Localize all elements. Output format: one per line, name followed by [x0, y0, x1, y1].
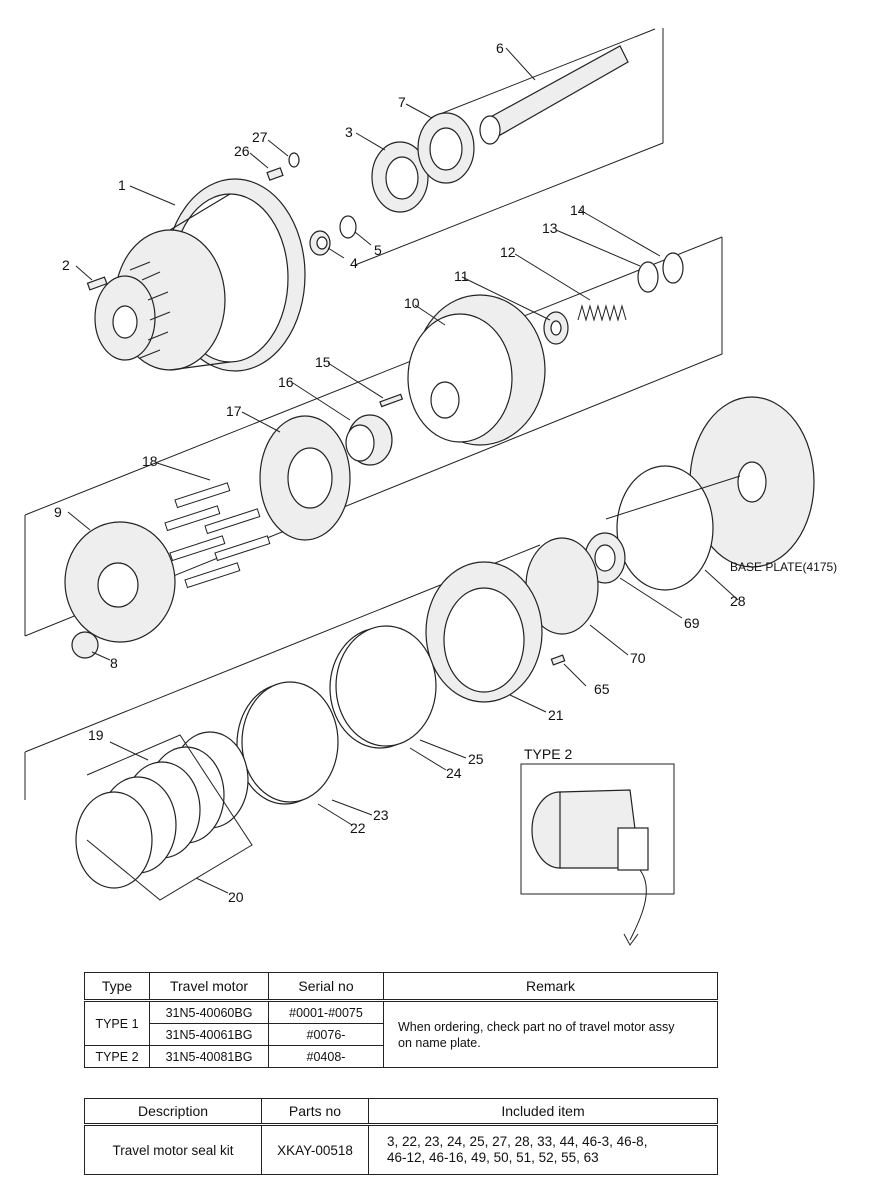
callout-19: 19: [88, 727, 104, 743]
remark-line-2: on name plate.: [398, 1035, 481, 1050]
type-serial-table: Type Travel motor Serial no Remark TYPE …: [84, 972, 718, 1068]
part-16-ball-guide: [345, 414, 393, 466]
cell-motor: 31N5-40081BG: [149, 1045, 269, 1068]
header-description: Description: [84, 1098, 262, 1126]
part-26-plug: [266, 167, 284, 181]
callout-12: 12: [500, 244, 516, 260]
callout-4: 4: [350, 255, 358, 271]
cell-motor: 31N5-40061BG: [149, 1023, 269, 1046]
type-table-header: Type Travel motor Serial no Remark: [84, 972, 718, 1002]
callout-6: 6: [496, 40, 504, 56]
assembly-frame: [24, 28, 723, 800]
included-line-2: 46-12, 46-16, 49, 50, 51, 52, 55, 63: [387, 1150, 599, 1165]
part-6-shaft: [479, 45, 629, 145]
seal-kit-table: Description Parts no Included item Trave…: [84, 1098, 718, 1175]
included-line-1: 3, 22, 23, 24, 25, 27, 28, 33, 44, 46-3,…: [387, 1134, 648, 1149]
part-14-snap-ring: [662, 252, 684, 284]
callout-10: 10: [404, 295, 420, 311]
base-plate-label: BASE PLATE(4175): [730, 560, 837, 574]
header-travel-motor: Travel motor: [149, 972, 269, 1002]
header-type: Type: [84, 972, 150, 1002]
callout-labels: 1 2 3 4 5 6 7 8 9 10 11 12 13 14 15 16 1…: [54, 40, 837, 905]
callout-27: 27: [252, 129, 268, 145]
part-27-oring: [288, 152, 300, 168]
part-8-ball: [71, 631, 99, 659]
callout-15: 15: [315, 354, 331, 370]
header-remark: Remark: [383, 972, 718, 1002]
exploded-parts-diagram: TYPE 2: [24, 28, 837, 946]
part-5-oring: [339, 215, 357, 239]
callout-22: 22: [350, 820, 366, 836]
part-3-bearing: [371, 141, 429, 213]
cell-serial: #0001-#0075: [268, 1000, 384, 1024]
spline-teeth: [129, 261, 171, 359]
part-21-piston: [425, 561, 543, 703]
part-1-housing: [94, 178, 306, 372]
callout-13: 13: [542, 220, 558, 236]
part-4-bushing: [309, 230, 331, 256]
callout-21: 21: [548, 707, 564, 723]
header-included-item: Included item: [368, 1098, 718, 1126]
part-24-25-rings: [329, 625, 437, 749]
callout-14: 14: [570, 202, 586, 218]
remark-line-1: When ordering, check part no of travel m…: [398, 1019, 675, 1034]
table-row: 31N5-40061BG #0076-: [85, 1023, 718, 1046]
table-row: Travel motor seal kit XKAY-00518 3, 22, …: [84, 1124, 718, 1175]
callout-26: 26: [234, 143, 250, 159]
table-row: TYPE 1 31N5-40060BG #0001-#0075 When ord…: [84, 1000, 718, 1068]
part-10-cylinder-block: [407, 294, 546, 446]
part-11-washer: [543, 311, 569, 345]
cell-motor: 31N5-40060BG: [149, 1000, 269, 1024]
part-19-20-friction-plates: [75, 731, 253, 901]
callout-1: 1: [118, 177, 126, 193]
part-9-swash-plate: [64, 521, 176, 643]
part-18-pistons: [164, 482, 271, 589]
callout-11: 11: [454, 268, 469, 284]
callout-28: 28: [730, 593, 746, 609]
part-28-oring: [616, 465, 714, 591]
callout-25: 25: [468, 751, 484, 767]
part-7-bearing: [417, 112, 475, 184]
callout-17: 17: [226, 403, 242, 419]
callout-23: 23: [373, 807, 389, 823]
type2-inset: TYPE 2: [520, 746, 675, 946]
part-17-retainer-plate: [259, 415, 351, 541]
cell-remark: When ordering, check part no of travel m…: [383, 1000, 718, 1068]
leader-lines: [67, 47, 741, 894]
callout-8: 8: [110, 655, 118, 671]
kit-table-header: Description Parts no Included item: [84, 1098, 718, 1126]
cell-type: TYPE 2: [84, 1045, 150, 1068]
callout-24: 24: [446, 765, 462, 781]
cell-parts-no: XKAY-00518: [261, 1124, 369, 1175]
cell-included-item: 3, 22, 23, 24, 25, 27, 28, 33, 44, 46-3,…: [368, 1124, 718, 1175]
type2-label: TYPE 2: [524, 746, 572, 762]
table-row: TYPE 2 31N5-40081BG #0408-: [84, 1045, 718, 1068]
callout-70: 70: [630, 650, 646, 666]
cell-serial: #0408-: [268, 1045, 384, 1068]
callout-3: 3: [345, 124, 353, 140]
callout-69: 69: [684, 615, 700, 631]
callout-16: 16: [278, 374, 294, 390]
part-15-pin: [379, 393, 404, 408]
callout-20: 20: [228, 889, 244, 905]
part-65-pin: [550, 654, 566, 666]
callout-9: 9: [54, 504, 62, 520]
part-12-spring: [577, 304, 627, 322]
part-2-bolt: [86, 276, 108, 291]
cell-type: TYPE 1: [84, 1000, 150, 1046]
callout-18: 18: [142, 453, 158, 469]
header-serial-no: Serial no: [268, 972, 384, 1002]
cell-serial: #0076-: [268, 1023, 384, 1046]
cell-description: Travel motor seal kit: [84, 1124, 262, 1175]
callout-7: 7: [398, 94, 406, 110]
part-22-23-rings: [236, 681, 339, 805]
callout-2: 2: [62, 257, 70, 273]
part-13-washer: [637, 261, 659, 293]
callout-5: 5: [374, 242, 382, 258]
header-parts-no: Parts no: [261, 1098, 369, 1126]
callout-65: 65: [594, 681, 610, 697]
